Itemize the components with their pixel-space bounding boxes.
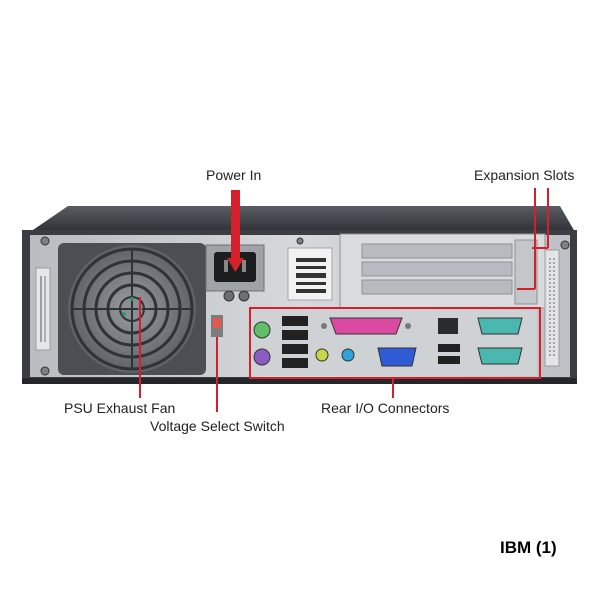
rear-io-panel (252, 310, 537, 376)
voltage-select-switch (211, 315, 223, 337)
usb-port (282, 344, 308, 354)
vga-port (377, 347, 417, 367)
usb-port (438, 344, 460, 352)
barcode-sticker (287, 247, 333, 301)
right-vent-grille (544, 249, 560, 367)
audio-line-out-jack (315, 348, 329, 362)
callout-lines (139, 188, 549, 412)
ps2-mouse-port (253, 321, 271, 339)
expansion-slots (339, 233, 546, 309)
image-caption: IBM (1) (500, 538, 557, 557)
usb-port (282, 330, 308, 340)
label-psu-exhaust-fan: PSU Exhaust Fan (64, 400, 176, 416)
psu-exhaust-fan (58, 243, 206, 375)
usb-port (282, 358, 308, 368)
label-power-in: Power In (206, 167, 262, 183)
serial-port (477, 317, 523, 335)
ethernet-port (438, 318, 458, 334)
label-expansion-slots: Expansion Slots (474, 167, 575, 183)
audio-line-in-jack (341, 348, 355, 362)
usb-port (438, 356, 460, 364)
label-rear-io-connectors: Rear I/O Connectors (321, 400, 450, 416)
parallel-port (329, 317, 403, 335)
usb-port (282, 316, 308, 326)
chassis-top (30, 206, 575, 232)
side-label-sticker (35, 267, 51, 351)
chassis-screws (40, 236, 570, 376)
ps2-keyboard-port (253, 348, 271, 366)
serial-port (477, 347, 523, 365)
label-voltage-select-switch: Voltage Select Switch (150, 418, 285, 434)
